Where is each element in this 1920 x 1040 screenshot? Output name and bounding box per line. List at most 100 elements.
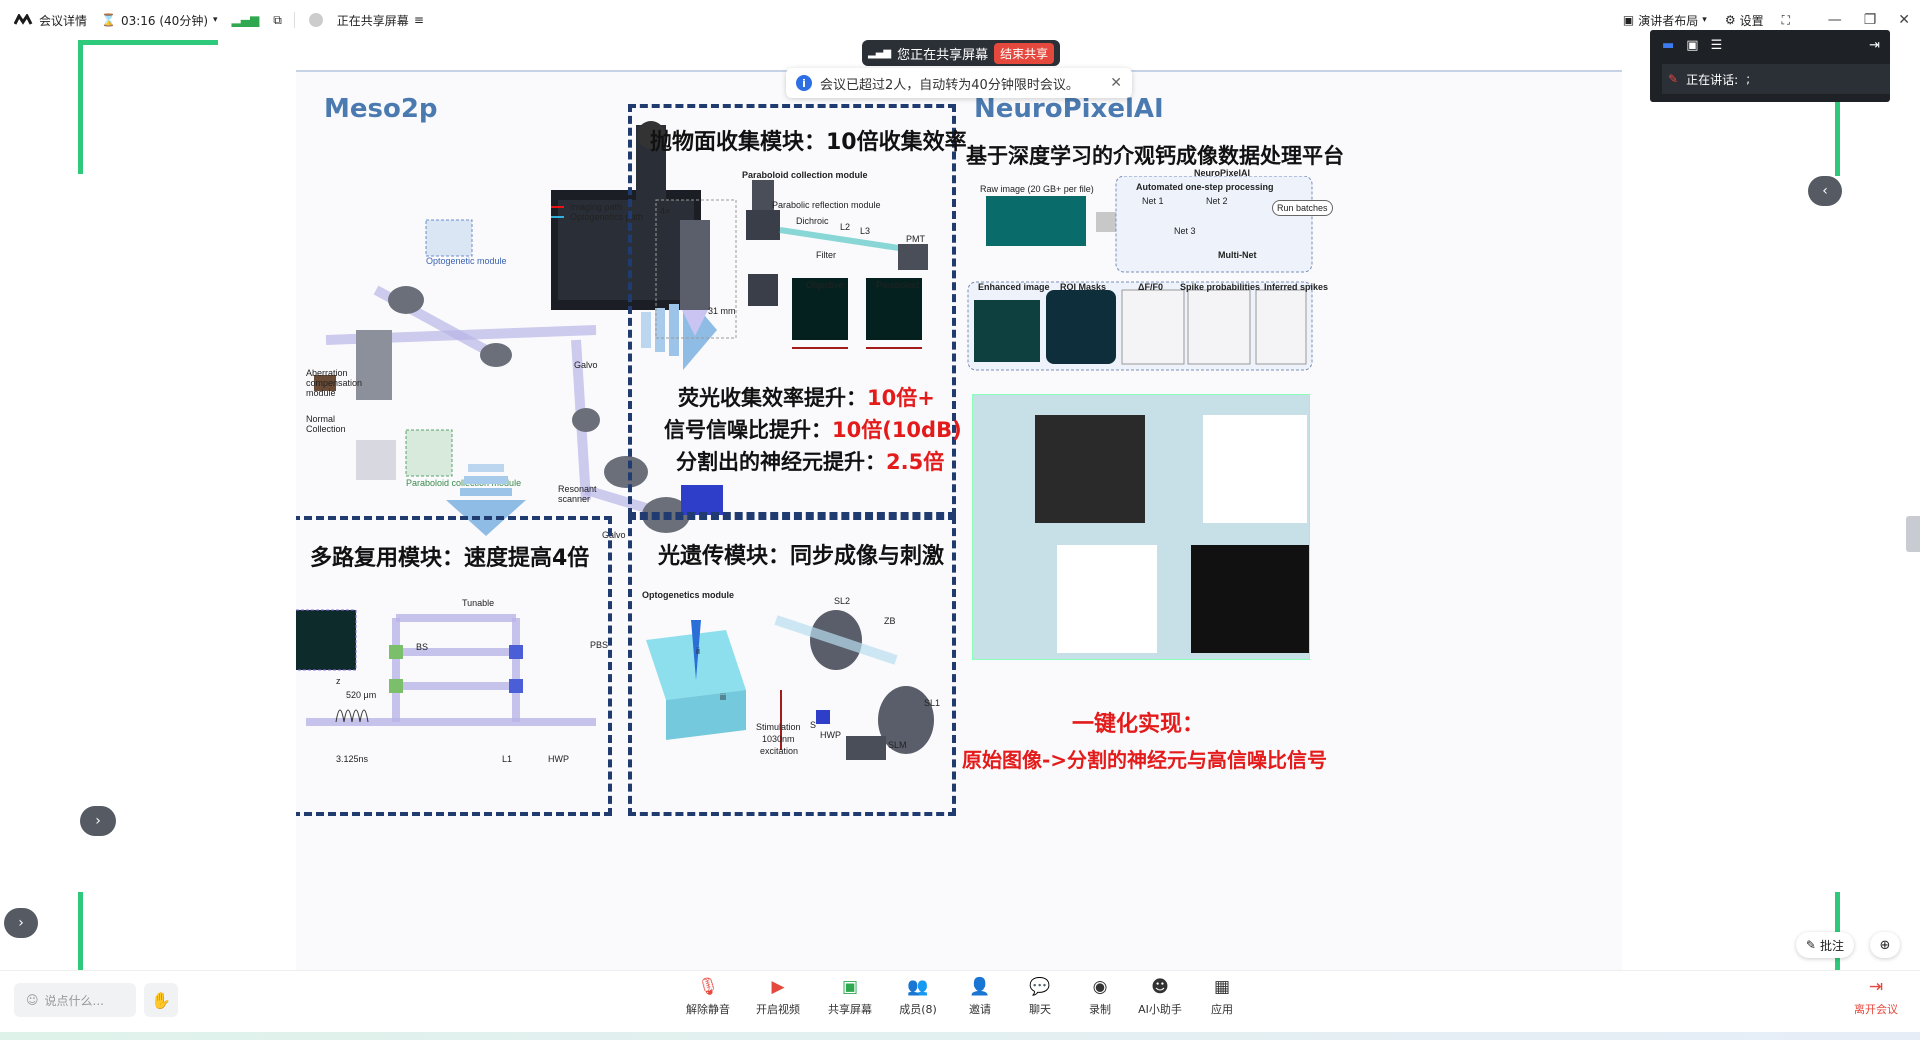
meeting-details-button[interactable]: 会议详情 [14, 12, 87, 29]
label-net1: Net 1 [1142, 196, 1164, 206]
label-inferred: Inferred spikes [1264, 282, 1329, 292]
speaker-layout-button[interactable]: ▣ 演讲者布局 ▾ [1623, 12, 1707, 29]
label-resonant: Resonant scanner [558, 484, 597, 504]
sharing-status[interactable]: 正在共享屏幕 ≡ [337, 12, 424, 29]
optogenetics-module-box [628, 516, 956, 816]
leave-label: 离开会议 [1854, 1003, 1898, 1016]
label-galvo2: Galvo [602, 530, 626, 540]
share-frame-edge [78, 892, 83, 970]
label-l3: L3 [860, 226, 871, 236]
collapse-right-arrow[interactable]: ‹ [1808, 176, 1842, 206]
layout-icon: ▣ [1622, 13, 1635, 27]
slogan-line2: 原始图像->分割的神经元与高信噪比信号 [962, 748, 1328, 772]
members-button[interactable]: 👥 成员(8) [888, 977, 948, 1017]
label-enhanced: Enhanced image [978, 282, 1050, 292]
label-bs: BS [416, 642, 429, 652]
share-screen-icon: ▣ [841, 977, 859, 997]
meso2p-title: Meso2p [324, 94, 438, 124]
close-icon[interactable]: ✕ [1898, 12, 1910, 28]
minimize-icon[interactable]: — [1827, 12, 1842, 28]
external-link-icon[interactable]: ⧉ [273, 12, 282, 27]
speaking-indicator: ✎ 正在讲话: ; [1662, 64, 1890, 94]
label-raw: Raw image (20 GB+ per file) [980, 184, 1094, 194]
chat-label: 聊天 [1029, 1003, 1051, 1016]
emoji-icon: ☺ [26, 993, 39, 1007]
side-handle[interactable] [1906, 516, 1920, 552]
label-dist: 31 mm [708, 306, 736, 316]
multiplexing-module-title: 多路复用模块：速度提高4倍 [310, 546, 590, 571]
restore-icon[interactable]: ❐ [1863, 12, 1877, 28]
expand-left-arrow[interactable]: › [80, 806, 116, 836]
unmute-button[interactable]: 🎙 解除静音 [678, 977, 738, 1017]
tencent-meeting-logo-icon [14, 14, 33, 25]
stat3-label: 分割出的神经元提升： [676, 450, 886, 474]
zoom-icon: ⊕ [1879, 937, 1891, 953]
software-dark-panel [1191, 545, 1309, 653]
label-normal: Normal Collection [306, 414, 346, 434]
stat-snr: 信号信噪比提升：10倍(10dB) [664, 414, 962, 444]
gear-icon: ⚙ [1724, 13, 1736, 27]
share-frame-edge [1835, 892, 1840, 970]
software-trace-panel [1057, 545, 1157, 653]
label-mag: 4× [660, 206, 671, 216]
leave-meeting-button[interactable]: ⇥ 离开会议 [1854, 977, 1898, 1017]
software-trace-panel [1203, 415, 1307, 523]
record-button[interactable]: ◉ 录制 [1070, 977, 1130, 1017]
invite-button[interactable]: 👤 邀请 [950, 977, 1010, 1017]
label-net3: Net 3 [1174, 226, 1196, 236]
stat-collection-efficiency: 荧光收集效率提升：10倍+ [678, 382, 935, 412]
legend-opto-path: Optogenetics path [570, 212, 644, 222]
share-screen-button[interactable]: ▣ 共享屏幕 [820, 977, 880, 1017]
list-icon[interactable]: ☰ [1710, 38, 1723, 53]
optogenetics-diagram [646, 610, 934, 760]
raise-hand-button[interactable]: ✋ [144, 983, 178, 1017]
label-s: S [810, 720, 817, 730]
paraboloid-module-box [628, 104, 956, 516]
chat-icon: 💬 [1029, 977, 1051, 997]
chevron-down-icon: ▾ [1702, 15, 1707, 25]
layout-strip-icon[interactable]: ▬ [1662, 38, 1675, 53]
notice-text: 会议已超过2人，自动转为40分钟限时会议。 [820, 77, 1079, 93]
top-toolbar: 会议详情 ⌛ 03:16 (40分钟) ▾ ▂▄▆ ⧉ 正在共享屏幕 ≡ [0, 0, 1920, 40]
share-frame-edge [78, 40, 83, 174]
bottom-strip [0, 1032, 1920, 1040]
start-video-button[interactable]: ▶ 开启视频 [748, 977, 808, 1017]
apps-button[interactable]: ▦ 应用 [1192, 977, 1252, 1017]
chat-input[interactable]: ☺ 说点什么... [14, 983, 136, 1017]
stat-neurons: 分割出的神经元提升：2.5倍 [676, 446, 944, 476]
end-share-button[interactable]: 结束共享 [994, 42, 1055, 64]
chat-button[interactable]: 💬 聊天 [1010, 977, 1070, 1017]
members-icon: 👥 [907, 977, 929, 997]
network-signal-icon[interactable]: ▂▄▆ [231, 13, 260, 27]
chevron-down-icon: ▾ [213, 15, 218, 25]
close-icon[interactable]: ✕ [1110, 75, 1122, 91]
window-icon[interactable]: ▣ [1686, 38, 1699, 53]
speaker-panel-toolbar: ▬ ▣ ☰ [1662, 38, 1722, 53]
start-video-label: 开启视频 [756, 1003, 800, 1016]
platform-subtitle: 基于深度学习的介观钙成像数据处理平台 [966, 144, 1344, 168]
ai-assistant-icon: ☻ [1151, 977, 1169, 997]
fullscreen-icon[interactable]: ⛶ [1781, 12, 1790, 27]
collapse-panel-icon[interactable]: ⇥ [1869, 38, 1880, 53]
stat2-value: 10倍(10dB) [832, 418, 962, 442]
label-sl2: SL2 [834, 596, 851, 606]
label-um: 520 μm [346, 690, 377, 700]
legend-imaging-path: Imaging path [570, 202, 623, 212]
settings-button[interactable]: ⚙ 设置 [1725, 12, 1764, 29]
timer-dropdown[interactable]: ⌛ 03:16 (40分钟) ▾ [101, 12, 218, 29]
divider [293, 12, 295, 28]
annotate-button[interactable]: ✎ 批注 [1795, 932, 1854, 958]
ai-assistant-button[interactable]: ☻ AI小助手 [1130, 977, 1190, 1017]
expand-bottom-arrow[interactable]: › [4, 908, 38, 938]
label-auto: Automated one-step processing [1136, 182, 1274, 192]
label-paraboloid: Paraboloid collection module [406, 478, 522, 488]
meeting-details-label: 会议详情 [39, 13, 88, 28]
label-galvo: Galvo [574, 360, 598, 370]
label-multinet: Multi-Net [1218, 250, 1257, 260]
multiplexing-diagram [296, 609, 596, 726]
label-axis-z: z [336, 676, 341, 686]
run-batches-button: Run batches [1272, 200, 1333, 216]
zoom-button[interactable]: ⊕ [1870, 932, 1900, 958]
hourglass-icon: ⌛ [101, 13, 116, 27]
unmute-label: 解除静音 [686, 1003, 730, 1016]
